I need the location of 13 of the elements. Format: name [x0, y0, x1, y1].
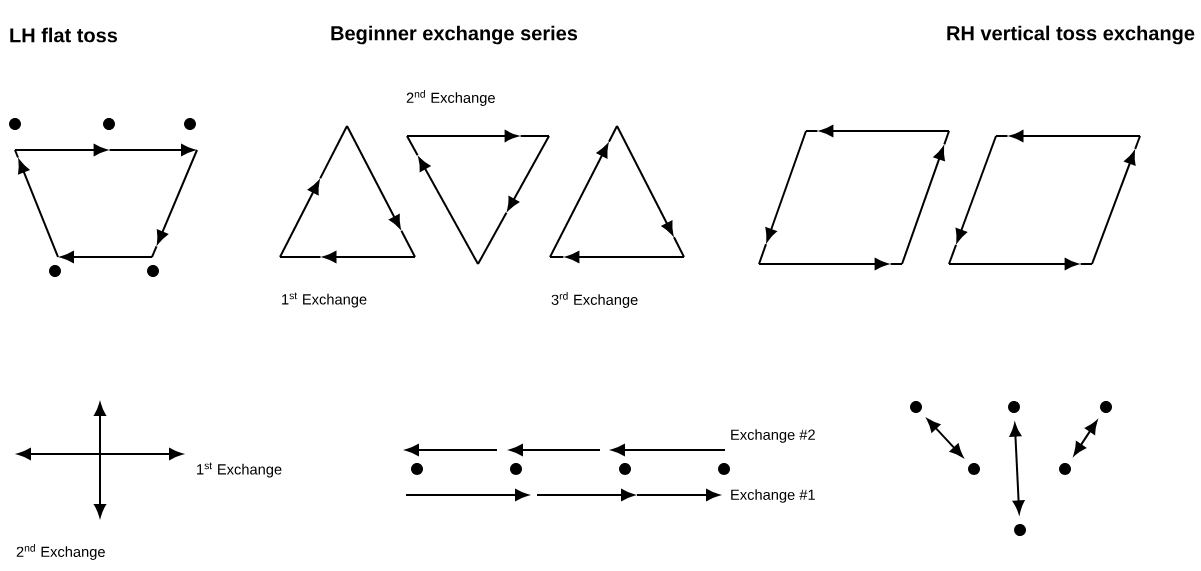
label: Exchange #1	[731, 489, 815, 503]
double-arrow	[1073, 420, 1098, 456]
double-arrow	[926, 418, 964, 458]
double-arrow	[1009, 423, 1025, 514]
label: 2$^{nd}$ Exchange	[16, 544, 105, 560]
label: 2$^{nd}$ Exchange	[406, 90, 495, 106]
label: Exchange #2	[731, 429, 815, 443]
label: 1$^{st}$ Exchange	[197, 462, 282, 478]
label: 1$^{st}$ Exchange	[282, 292, 367, 308]
heading: LH flat toss	[10, 27, 118, 43]
heading: Beginner exchange series	[331, 25, 578, 45]
label: 3$^{rd}$ Exchange	[551, 292, 638, 308]
heading: RH vertical toss exchange	[947, 25, 1195, 45]
